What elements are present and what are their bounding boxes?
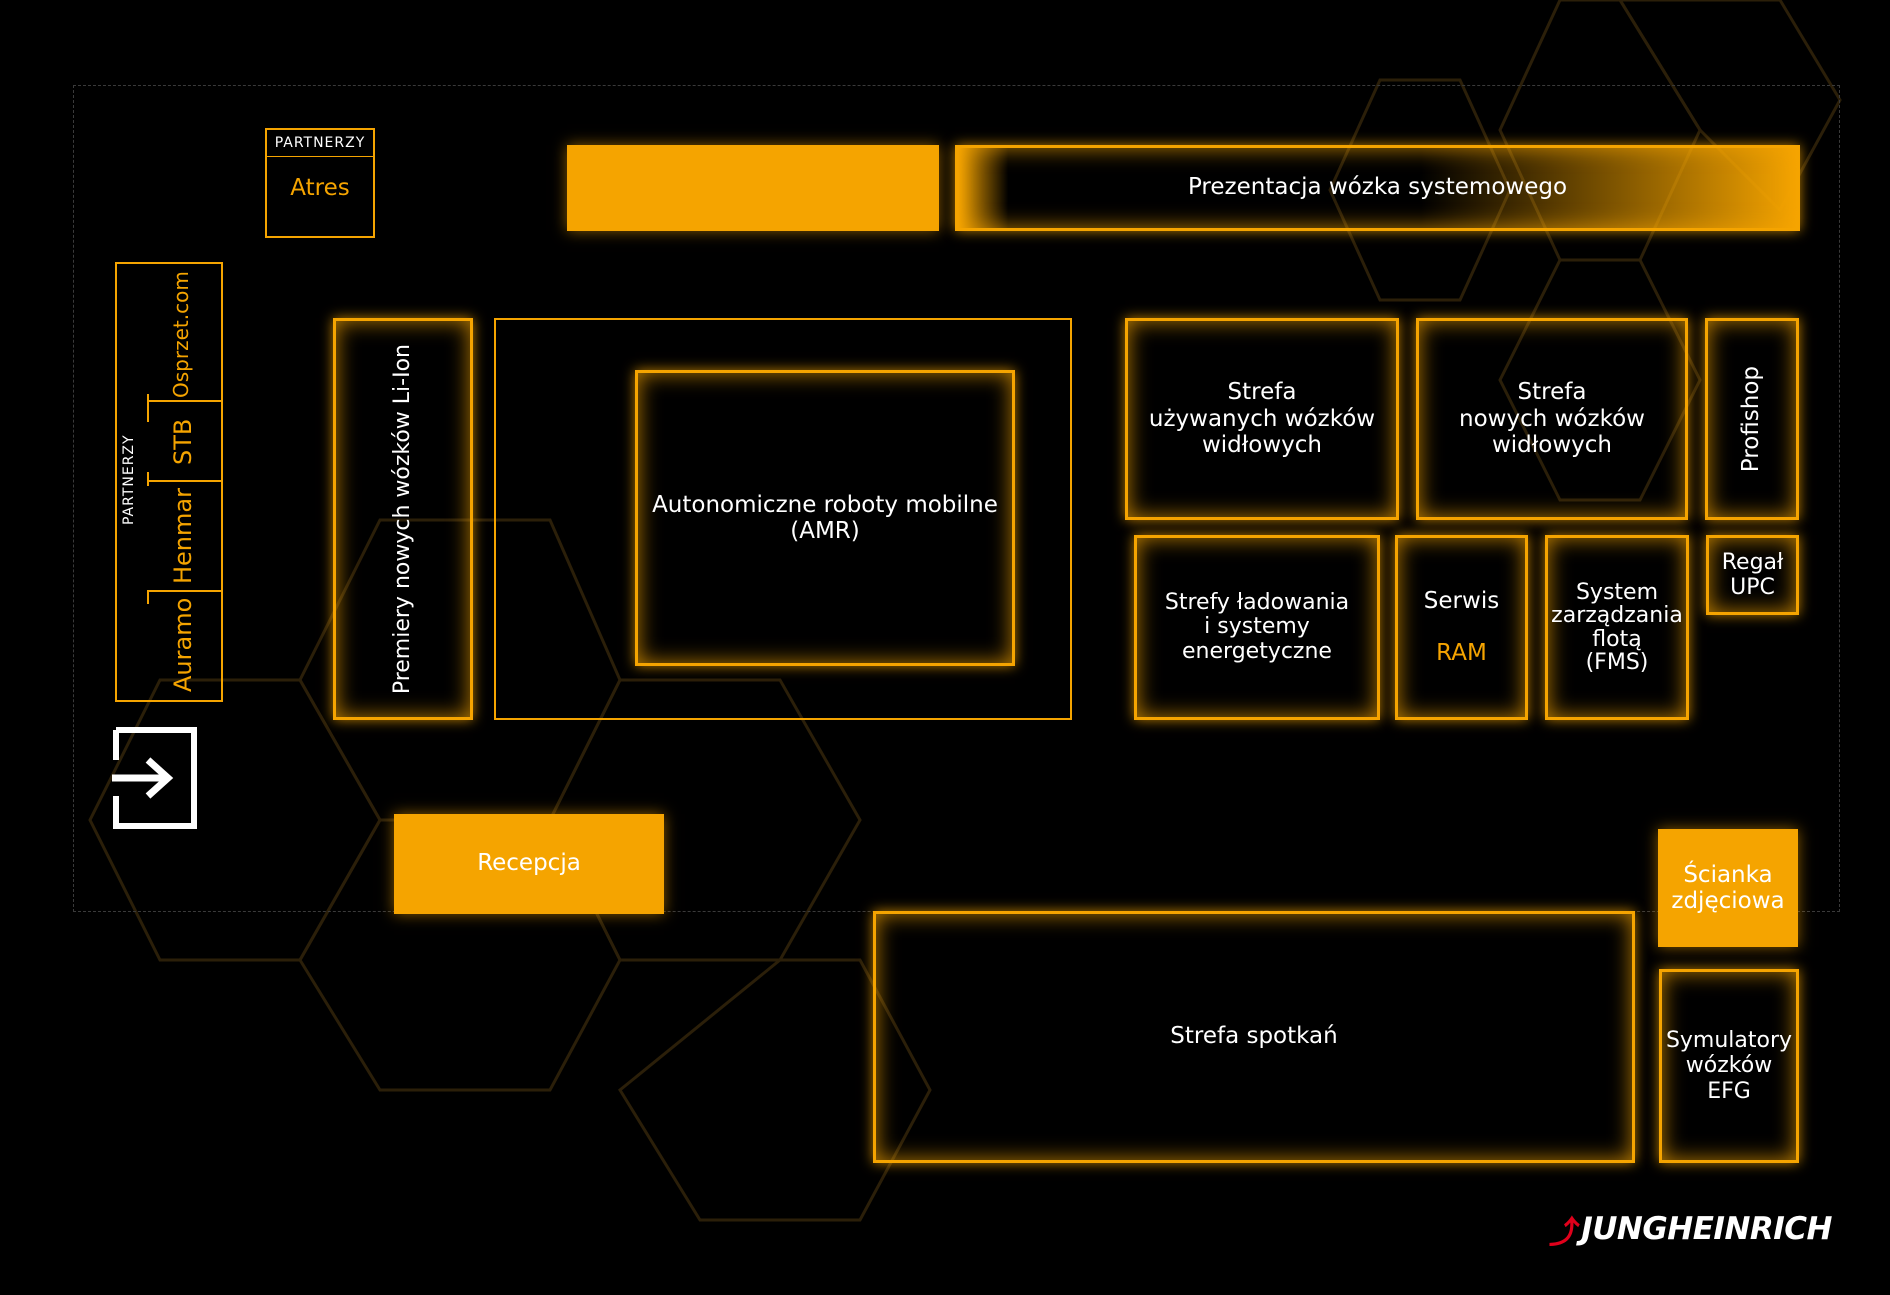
- partner-auramo: Auramo: [169, 597, 197, 693]
- partner-divider-tick: [147, 590, 149, 604]
- partners-divider: [267, 155, 373, 157]
- zone-profishop: Profishop: [1705, 318, 1799, 520]
- zone-photo-wall: Ścianka zdjęciowa: [1658, 829, 1798, 947]
- partner-divider-2: [147, 480, 223, 482]
- partner-stb: STB: [169, 418, 197, 466]
- zone-photo-wall-label: Ścianka zdjęciowa: [1671, 861, 1785, 914]
- zone-amr: Autonomiczne roboty mobilne (AMR): [635, 370, 1015, 666]
- partner-henmar: Henmar: [169, 488, 197, 584]
- zone-presentation: Prezentacja wózka systemowego: [955, 145, 1800, 231]
- zone-meeting: Strefa spotkań: [873, 911, 1635, 1163]
- partners-atres-booth: PARTNERZY Atres: [265, 128, 375, 238]
- entrance-arrow-icon: [112, 727, 197, 829]
- partner-divider-1: [147, 590, 223, 592]
- partner-osprzet: Osprzet.com: [169, 271, 193, 399]
- zone-simulators-label: Symulatory wózków EFG: [1665, 1028, 1793, 1104]
- partner-divider-tick: [147, 394, 149, 422]
- zone-upc-label: Regał UPC: [1721, 549, 1784, 600]
- logo-arrow-icon: ⤴: [1548, 1214, 1580, 1251]
- jungheinrich-logo: ⤴ JUNGHEINRICH: [1548, 1209, 1833, 1251]
- zone-meeting-label: Strefa spotkań: [1170, 1023, 1338, 1050]
- zone-new-trucks-label: Strefa nowych wózków widłowych: [1459, 379, 1645, 459]
- zone-used-trucks-label: Strefa używanych wózków widłowych: [1148, 379, 1376, 459]
- zone-fms-label: System zarządzania flotą (FMS): [1551, 580, 1683, 675]
- partner-atres: Atres: [290, 174, 350, 201]
- partners-side-label: PARTNERZY: [121, 434, 137, 526]
- zone-amr-outer: [494, 318, 1072, 720]
- zone-simulators: Symulatory wózków EFG: [1659, 969, 1799, 1163]
- zone-profishop-label: Profishop: [1738, 365, 1765, 473]
- zone-service-label: Serwis: [1423, 587, 1500, 614]
- zone-service-ram: RAM: [1436, 639, 1487, 666]
- partners-label: PARTNERZY: [274, 135, 366, 151]
- zone-reception: Recepcja: [394, 814, 664, 914]
- zone-upc: Regał UPC: [1706, 535, 1799, 615]
- zone-new-trucks: Strefa nowych wózków widłowych: [1416, 318, 1688, 520]
- zone-amr-label: Autonomiczne roboty mobilne (AMR): [652, 491, 998, 544]
- zone-li-ion: Premiery nowych wózków Li-Ion: [333, 318, 473, 720]
- logo-text: JUNGHEINRICH: [1581, 1211, 1832, 1247]
- zone-service: Serwis RAM: [1395, 535, 1528, 720]
- zone-charging: Strefy ładowania i systemy energetyczne: [1134, 535, 1380, 720]
- zone-used-trucks: Strefa używanych wózków widłowych: [1125, 318, 1399, 520]
- zone-li-ion-label: Premiery nowych wózków Li-Ion: [389, 343, 415, 695]
- zone-charging-label: Strefy ładowania i systemy energetyczne: [1164, 590, 1350, 664]
- zone-reception-label: Recepcja: [477, 850, 581, 877]
- partner-divider-tick: [147, 472, 149, 486]
- partners-side-booth: [115, 262, 223, 702]
- partner-divider-3: [147, 400, 223, 402]
- solid-zone-top: [567, 145, 939, 231]
- zone-presentation-label: Prezentacja wózka systemowego: [1187, 174, 1568, 201]
- zone-fms: System zarządzania flotą (FMS): [1545, 535, 1689, 720]
